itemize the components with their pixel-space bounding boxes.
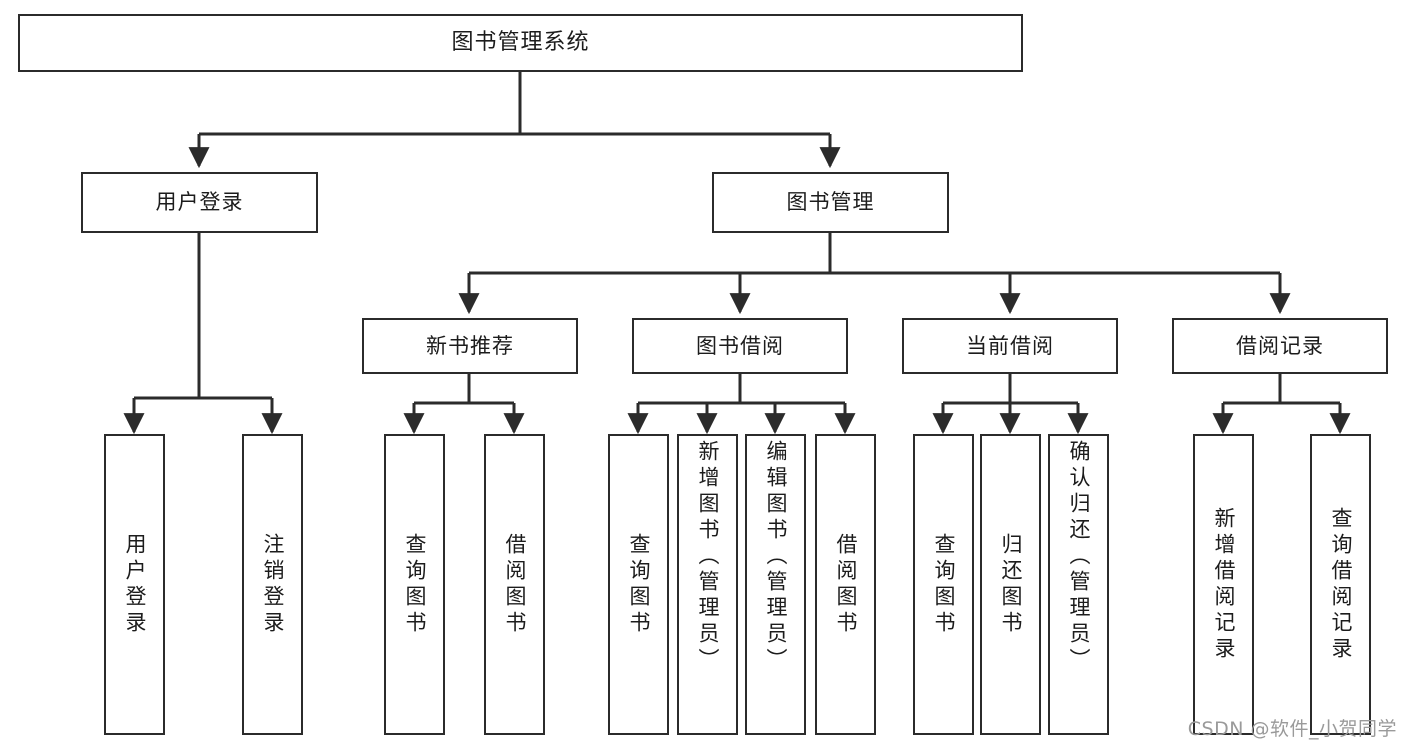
leaf-user-logout[interactable]: 注销登录 <box>242 434 303 735</box>
node-label: 查询图书 <box>627 532 651 637</box>
node-label: 用户登录 <box>155 190 244 215</box>
node-label: 图书管理系统 <box>451 30 590 56</box>
leaf-query-book-recommend[interactable]: 查询图书 <box>384 434 445 735</box>
node-user-login[interactable]: 用户登录 <box>81 172 318 233</box>
node-label: 用户登录 <box>123 532 147 637</box>
node-label: 图书借阅 <box>696 333 784 358</box>
node-label: 查询图书 <box>403 532 427 637</box>
node-label: 归还图书 <box>999 532 1023 637</box>
node-label: 新增图书（管理员） <box>696 440 720 674</box>
node-label: 借阅记录 <box>1236 333 1324 358</box>
node-label: 注销登录 <box>261 532 285 637</box>
node-label: 确认归还（管理员） <box>1067 440 1091 674</box>
node-book-borrow[interactable]: 图书借阅 <box>632 318 848 374</box>
leaf-add-borrow-record[interactable]: 新增借阅记录 <box>1193 434 1254 735</box>
node-label: 新增借阅记录 <box>1212 506 1236 663</box>
node-label: 借阅图书 <box>503 532 527 637</box>
leaf-return-book[interactable]: 归还图书 <box>980 434 1041 735</box>
leaf-user-login[interactable]: 用户登录 <box>104 434 165 735</box>
node-root-book-management-system[interactable]: 图书管理系统 <box>18 14 1023 72</box>
node-label: 当前借阅 <box>966 333 1054 358</box>
leaf-borrow-book[interactable]: 借阅图书 <box>815 434 876 735</box>
node-label: 图书管理 <box>786 190 875 215</box>
leaf-edit-book-admin[interactable]: 编辑图书（管理员） <box>745 434 806 735</box>
node-book-management[interactable]: 图书管理 <box>712 172 949 233</box>
node-current-borrow[interactable]: 当前借阅 <box>902 318 1118 374</box>
node-label: 编辑图书（管理员） <box>764 440 788 674</box>
node-label: 查询借阅记录 <box>1329 506 1353 663</box>
node-label: 新书推荐 <box>426 333 514 358</box>
node-new-book-recommend[interactable]: 新书推荐 <box>362 318 578 374</box>
leaf-query-book-current[interactable]: 查询图书 <box>913 434 974 735</box>
leaf-add-book-admin[interactable]: 新增图书（管理员） <box>677 434 738 735</box>
leaf-query-book-borrow[interactable]: 查询图书 <box>608 434 669 735</box>
leaf-query-borrow-record[interactable]: 查询借阅记录 <box>1310 434 1371 735</box>
node-borrow-record[interactable]: 借阅记录 <box>1172 318 1388 374</box>
leaf-borrow-book-recommend[interactable]: 借阅图书 <box>484 434 545 735</box>
node-label: 借阅图书 <box>834 532 858 637</box>
leaf-confirm-return-admin[interactable]: 确认归还（管理员） <box>1048 434 1109 735</box>
node-label: 查询图书 <box>932 532 956 637</box>
